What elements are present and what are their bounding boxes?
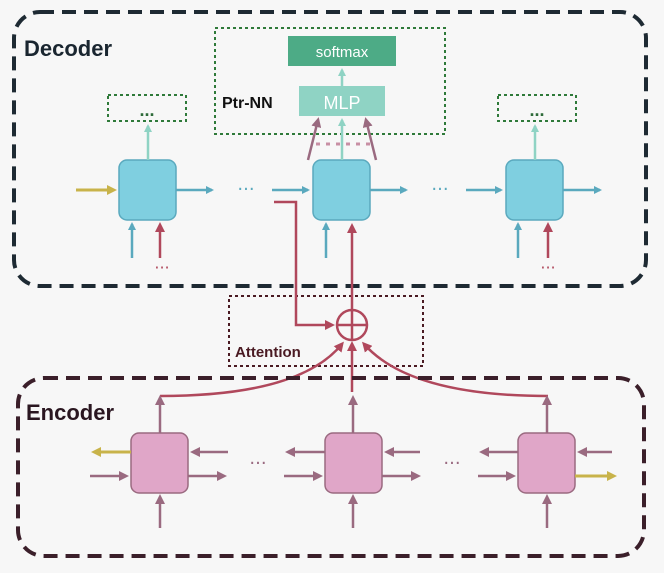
decoder-cell-2 [312, 159, 371, 221]
encoder-ellipsis-1: ··· [249, 453, 266, 474]
decoder-ellipsis-2: ··· [431, 179, 448, 200]
output-box-right-text: ... [529, 100, 544, 120]
decoder-to-attention-path [274, 200, 335, 330]
mlp-input-arrow-right [362, 117, 378, 161]
encoder-left-attention-curve [159, 341, 344, 398]
encoder-frame [16, 376, 646, 558]
decoder-frame [12, 10, 648, 288]
attention-frame [228, 295, 424, 367]
output-box-left-text: ... [139, 100, 154, 120]
softmax-label: softmax [316, 44, 369, 61]
output-box-left [107, 94, 187, 122]
decoder-cell-1 [118, 159, 177, 221]
mlp-input-arrow-left [306, 117, 322, 161]
encoder-title: Encoder [26, 400, 114, 425]
decoder-cell-1-input-dots: ··· [154, 258, 169, 277]
output-box-right [497, 94, 577, 122]
decoder-cell-3 [505, 159, 564, 221]
encoder-cell-2 [324, 432, 383, 494]
ptr-nn-label: Ptr-NN [222, 95, 273, 112]
ptr-nn-frame [214, 27, 446, 135]
encoder-ellipsis-2: ··· [443, 453, 460, 474]
encoder-cell-3 [517, 432, 576, 494]
mlp-block [299, 86, 385, 116]
softmax-block [288, 36, 396, 66]
decoder-ellipsis-1: ··· [237, 179, 254, 200]
decoder-cell-3-input-dots: ··· [540, 258, 555, 277]
encoder-right-attention-curve [362, 341, 549, 398]
encoder-cell-1 [130, 432, 189, 494]
attention-label: Attention [235, 344, 301, 361]
mlp-label: MLP [323, 93, 360, 113]
decoder-title: Decoder [24, 36, 112, 61]
